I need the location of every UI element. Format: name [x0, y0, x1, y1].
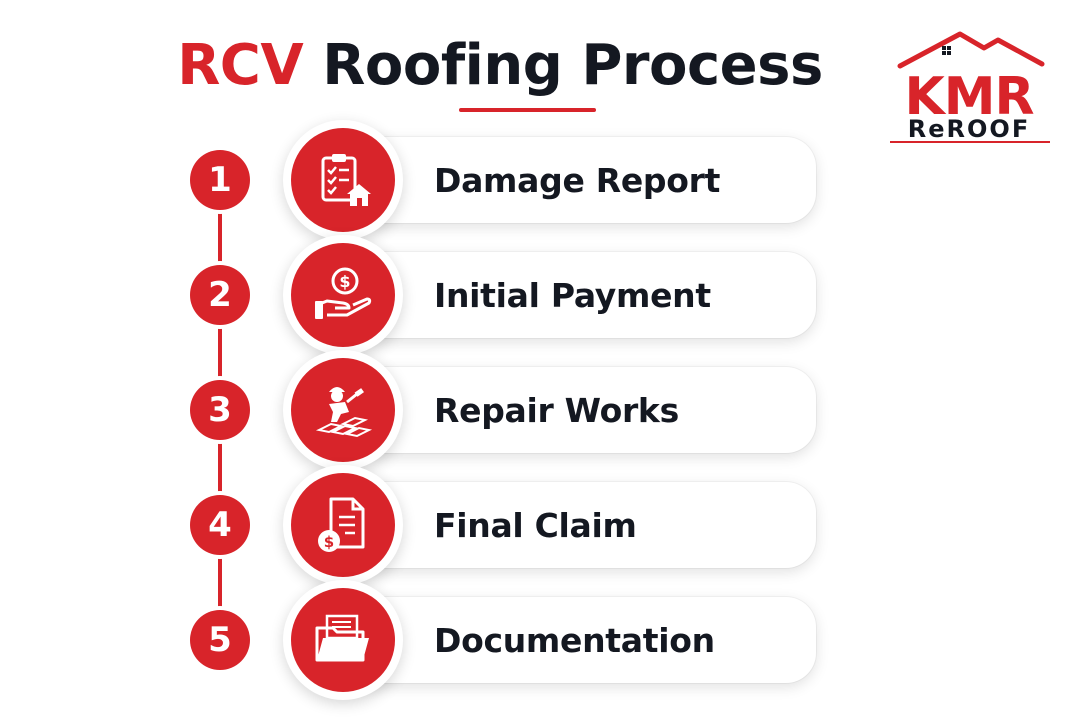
step-card: Initial Payment: [340, 252, 816, 338]
hand-coin-icon: $: [315, 267, 372, 319]
svg-text:$: $: [324, 533, 334, 551]
step-card: Final Claim: [340, 482, 816, 568]
step-card: Documentation: [340, 597, 816, 683]
step-number: 2: [190, 265, 250, 325]
step-final-claim: 4 Final Claim $: [0, 465, 1080, 585]
logo-tagline: ReROOF: [907, 115, 1031, 143]
step-label: Repair Works: [434, 390, 679, 430]
step-label: Documentation: [434, 620, 715, 660]
step-card: Repair Works: [340, 367, 816, 453]
step-repair-works: 3 Repair Works: [0, 350, 1080, 470]
title-rest: Roofing Process: [322, 33, 823, 98]
logo-rule: [890, 141, 1050, 143]
step-label: Damage Report: [434, 160, 721, 200]
house-roof-icon: [897, 31, 1045, 69]
step-number: 4: [190, 495, 250, 555]
step-initial-payment: 2 Initial Payment $: [0, 235, 1080, 355]
step-label: Initial Payment: [434, 275, 711, 315]
step-card: Damage Report: [340, 137, 816, 223]
svg-text:$: $: [339, 272, 350, 291]
step-badge: [283, 350, 403, 470]
step-number: 5: [190, 610, 250, 670]
step-badge: $: [283, 235, 403, 355]
step-label: Final Claim: [434, 505, 637, 545]
document-dollar-icon: $: [318, 497, 365, 552]
step-number: 1: [190, 150, 250, 210]
step-number: 3: [190, 380, 250, 440]
page-title: RCV Roofing Process: [0, 30, 1000, 102]
title-underline: [459, 108, 596, 112]
step-damage-report: 1 Damage Report: [0, 120, 1080, 240]
step-badge: $: [283, 465, 403, 585]
logo-name: KMR: [904, 67, 1034, 127]
roofer-worker-icon: [315, 387, 373, 438]
brand-logo: KMR ReROOF: [886, 28, 1056, 148]
step-documentation: 5 Documentation: [0, 580, 1080, 700]
title-accent: RCV: [177, 33, 304, 98]
folder-icon: [315, 614, 369, 662]
step-badge: [283, 580, 403, 700]
clipboard-house-icon: [321, 154, 371, 206]
step-badge: [283, 120, 403, 240]
